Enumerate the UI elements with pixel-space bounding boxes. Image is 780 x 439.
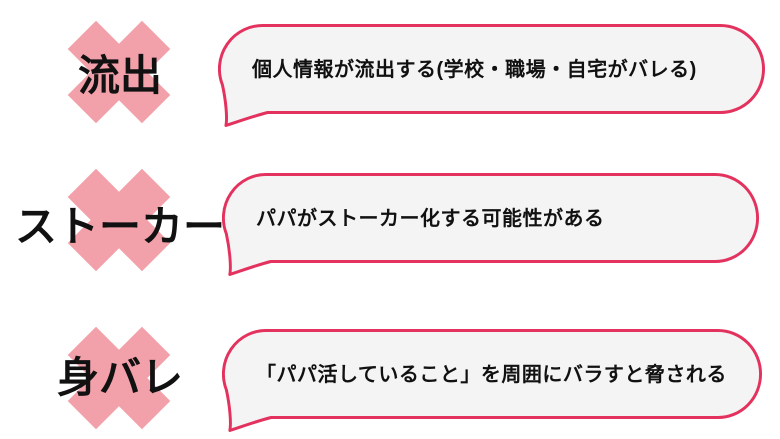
speech-bubble-outline-icon [222,328,762,432]
speech-bubble: 個人情報が流出する(学校・職場・自宅がバレる) [218,23,766,129]
risk-keyword: 流出 [77,52,162,99]
speech-bubble-outline-icon [222,172,759,276]
cross-x-icon [67,326,171,430]
cross-x-icon [67,20,171,124]
risk-keyword: 身バレ [56,354,183,401]
speech-bubble: 「パパ活していること」を周囲にバラすと脅される [222,328,763,434]
speech-bubble-outline-icon [218,23,765,127]
speech-bubble: パパがストーカー化する可能性がある [222,172,760,278]
risk-keyword: ストーカー [14,203,225,250]
cross-x-icon [67,168,171,272]
speech-bubble-text: 個人情報が流出する(学校・職場・自宅がバレる) [252,58,697,81]
speech-bubble-text: パパがストーカー化する可能性がある [256,207,605,230]
speech-bubble-text: 「パパ活していること」を周囲にバラすと脅される [256,363,727,386]
